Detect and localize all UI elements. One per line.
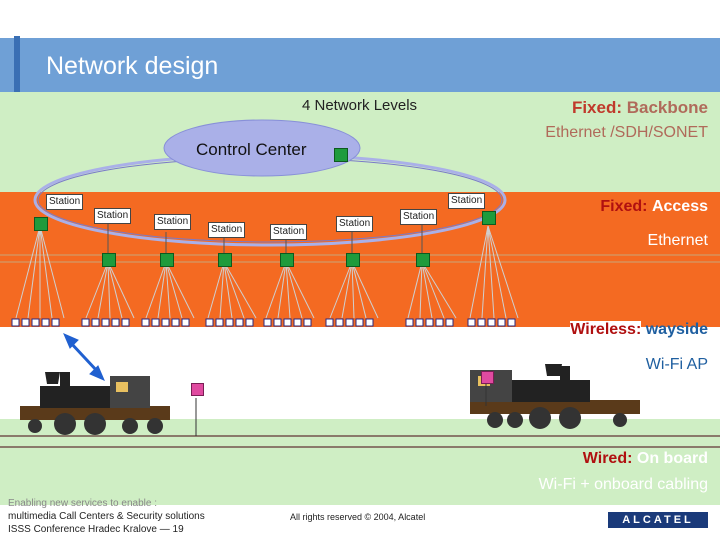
train-left (20, 372, 170, 435)
alcatel-logo: ALCATEL (608, 512, 708, 528)
station-connectors (107, 222, 423, 256)
wayside-node-5 (346, 253, 360, 267)
access-detail: Ethernet (647, 232, 708, 249)
station-node-8 (482, 211, 496, 225)
levels-heading: 4 Network Levels (302, 97, 418, 114)
wireless-label: Wireless: wayside (570, 321, 708, 339)
backbone-key: Fixed: (571, 98, 623, 117)
wayside-node-2 (160, 253, 174, 267)
station-label: Station (336, 216, 374, 232)
wayside-node-6 (416, 253, 430, 267)
station-label: Station (208, 222, 246, 238)
station-node-1 (34, 217, 48, 231)
station-label: Station (46, 194, 84, 210)
railway-track (0, 435, 720, 448)
footer-copyright: All rights reserved © 2004, Alcatel (290, 512, 426, 522)
station-label: Station (448, 193, 486, 209)
wireless-value: wayside (645, 321, 708, 338)
footer-line-2: ISSS Conference Hradec Kralove — 19 (8, 524, 184, 535)
wayside-node-1 (102, 253, 116, 267)
onboard-ap-right (481, 371, 494, 384)
page-title: Network design (46, 52, 219, 80)
onboard-ap-left (191, 383, 204, 396)
onboard-band (0, 419, 720, 505)
footer-line-1: multimedia Call Centers & Security solut… (8, 511, 205, 522)
wayside-ap-row (11, 318, 516, 327)
station-label: Station (400, 209, 438, 225)
wayside-node-3 (218, 253, 232, 267)
wired-detail: Wi-Fi + onboard cabling (538, 476, 708, 493)
backbone-detail: Ethernet /SDH/SONET (545, 124, 708, 141)
access-label: Fixed: Access (600, 198, 708, 216)
station-label: Station (270, 224, 308, 240)
control-center-node (334, 148, 348, 162)
station-label: Station (94, 208, 132, 224)
wayside-node-4 (280, 253, 294, 267)
control-center-label: Control Center (196, 140, 307, 159)
access-key: Fixed: (600, 198, 648, 215)
title-strip (0, 38, 720, 92)
control-center-oval (163, 119, 361, 177)
footer-line-0: Enabling new services to enable : (8, 498, 157, 509)
wireless-detail: Wi-Fi AP (645, 356, 708, 373)
backbone-value: Backbone (626, 98, 708, 117)
wireless-key: Wireless: (570, 321, 642, 338)
access-value: Access (651, 198, 708, 215)
wired-value: On board (636, 450, 708, 467)
footer (0, 505, 720, 540)
train-right (470, 364, 640, 429)
backbone-band (0, 92, 720, 192)
wired-key: Wired: (582, 450, 633, 467)
wireless-link-arrow (63, 333, 105, 381)
backbone-label: Fixed: Backbone (572, 98, 708, 118)
wayside-fan-lines (15, 225, 519, 319)
station-label: Station (154, 214, 192, 230)
wired-label: Wired: On board (583, 450, 708, 468)
title-accent (14, 36, 20, 94)
